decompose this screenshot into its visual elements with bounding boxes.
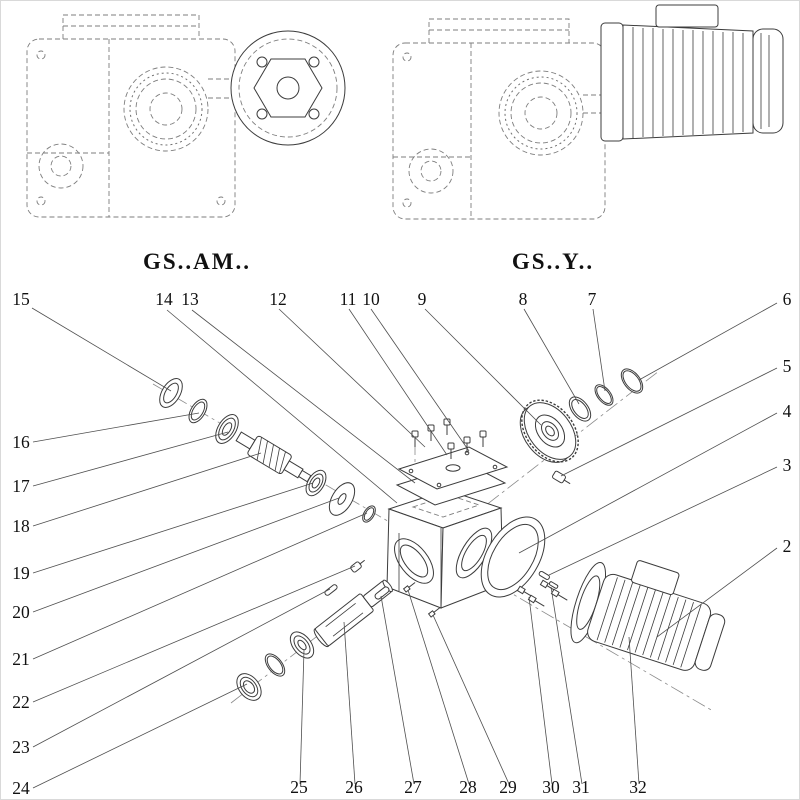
gear-spacer-ring [568,396,592,422]
cover-plate [397,446,509,490]
model-label-y: GS..Y.. [512,249,594,274]
callout-22: 22 [12,692,30,712]
callout-13: 13 [181,289,199,309]
callout-6: 6 [783,289,792,309]
output-retaining-ring [264,653,286,677]
motor-bolts [516,579,568,607]
callout-30: 30 [542,777,560,797]
output-flange-ring [480,516,546,598]
callout-12: 12 [269,289,287,309]
callout-25: 25 [290,777,308,797]
callout-8: 8 [519,289,528,309]
worm-shaft [235,431,312,483]
callout-19: 19 [12,563,30,583]
motor-top-view [600,4,784,142]
fan-cover [752,28,784,134]
gear-end-ring [620,368,644,394]
callout-15: 15 [12,289,30,309]
input-bearing-1 [215,414,239,444]
exploded-view [152,368,726,712]
flange-top-view [230,30,346,146]
callout-3: 3 [783,455,792,475]
input-retaining-ring [188,398,208,424]
gearbox-am-view [26,14,346,218]
callout-31: 31 [572,777,590,797]
terminal-box [655,4,719,28]
dowel-pin [324,584,338,596]
callout-2: 2 [783,536,792,556]
callout-16: 16 [12,432,30,452]
gearbox-y-view [392,4,784,220]
gear-retaining-ring [594,384,614,406]
input-bearing-2 [305,469,327,497]
callout-32: 32 [629,777,647,797]
callout-21: 21 [12,649,30,669]
shaft-key [374,586,390,600]
output-gear [519,399,579,463]
housing-screw-2 [427,607,441,618]
callout-20: 20 [12,602,30,622]
callout-4: 4 [783,401,792,421]
callout-9: 9 [418,289,427,309]
input-oil-seal [159,378,183,408]
callout-24: 24 [12,778,30,798]
worm-wheel-teeth-y [504,76,578,150]
vent-plug [552,470,571,485]
callout-28: 28 [459,777,477,797]
output-bearing [289,631,315,659]
callout-18: 18 [12,516,30,536]
callout-14: 14 [155,289,173,309]
callout-27: 27 [404,777,422,797]
callout-5: 5 [783,356,792,376]
callout-11: 11 [340,289,357,309]
callout-23: 23 [12,737,30,757]
callouts: 15 14 13 12 11 10 9 8 7 6 5 4 3 2 16 17 … [12,289,791,798]
model-label-am: GS..AM.. [143,249,251,274]
motor [570,560,726,671]
spacer-ring [362,505,376,523]
callout-7: 7 [588,289,597,309]
leader-lines [31,302,778,789]
callout-17: 17 [12,476,30,496]
shim-parts [538,570,559,589]
output-washer [236,673,262,701]
end-washer [328,482,356,516]
callout-10: 10 [362,289,380,309]
callout-29: 29 [499,777,517,797]
side-plug [350,559,365,573]
worm-wheel-teeth-am [129,72,203,146]
callout-26: 26 [345,777,363,797]
